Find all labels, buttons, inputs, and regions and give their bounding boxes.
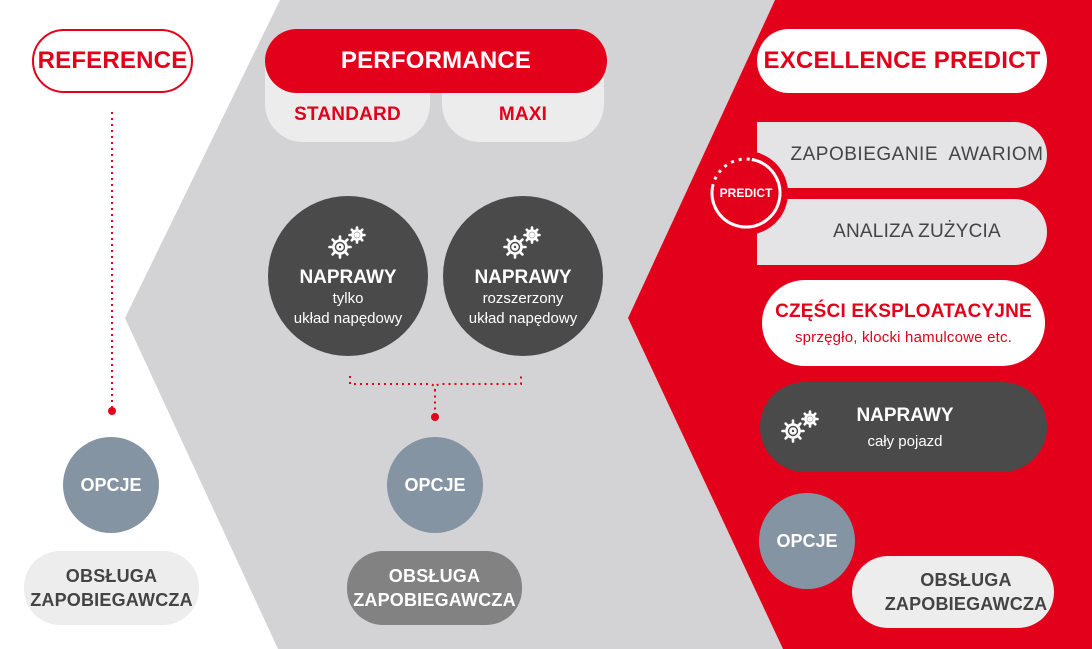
performance-title: PERFORMANCE xyxy=(265,29,607,93)
full-vehicle-repairs-subtitle: cały pojazd xyxy=(867,432,943,450)
performance-connector-dot xyxy=(431,413,439,421)
full-vehicle-repairs-title: NAPRAWY xyxy=(856,404,954,426)
reference-service-line-1: OBSŁUGA xyxy=(65,566,158,586)
repairs-standard-title: NAPRAWY xyxy=(299,267,397,288)
performance-options-circle: OPCJE xyxy=(387,437,483,533)
excellence-predict-title: EXCELLENCE PREDICT xyxy=(757,29,1047,93)
reference-options-label: OPCJE xyxy=(80,474,142,495)
predict-badge: PREDICT xyxy=(704,151,788,235)
gears-icon xyxy=(328,226,366,259)
consumable-parts-subtitle: sprzęgło, klocki hamulcowe etc. xyxy=(794,328,1013,346)
wear-analysis-pill: ANALIZA ZUŻYCIA xyxy=(757,199,1047,265)
gears-icon xyxy=(503,226,541,259)
repairs-standard-circle: NAPRAWY tylko układ napędowy xyxy=(268,196,428,356)
excellence-options-label: OPCJE xyxy=(776,530,838,551)
repairs-maxi-line-1: rozszerzony xyxy=(482,290,564,307)
reference-preventive-service: OBSŁUGA ZAPOBIEGAWCZA xyxy=(24,551,199,625)
repairs-maxi-line-2: układ napędowy xyxy=(468,310,578,327)
performance-preventive-service: OBSŁUGA ZAPOBIEGAWCZA xyxy=(347,551,522,625)
repairs-standard-line-1: tylko xyxy=(332,290,364,307)
performance-panel xyxy=(125,0,783,649)
excellence-options-circle: OPCJE xyxy=(759,493,855,589)
repairs-maxi-title: NAPRAWY xyxy=(474,267,572,288)
excellence-service-line-2: ZAPOBIEGAWCZA xyxy=(884,594,1048,614)
predict-gauge-icon xyxy=(710,157,782,229)
consumable-parts-title: CZĘŚCI EKSPLOATACYJNE xyxy=(775,300,1032,322)
reference-service-line-2: ZAPOBIEGAWCZA xyxy=(30,590,193,610)
gears-icon xyxy=(781,410,819,443)
performance-service-line-2: ZAPOBIEGAWCZA xyxy=(353,590,516,610)
performance-bracket xyxy=(349,376,522,410)
excellence-preventive-service: OBSŁUGA ZAPOBIEGAWCZA xyxy=(852,556,1054,628)
repairs-maxi-circle: NAPRAWY rozszerzony układ napędowy xyxy=(443,196,603,356)
predict-badge-label: PREDICT xyxy=(719,186,773,200)
reference-connector-dot xyxy=(108,407,116,415)
excellence-service-line-1: OBSŁUGA xyxy=(920,570,1012,590)
failure-prevention-pill: ZAPOBIEGANIE AWARIOM xyxy=(757,122,1047,188)
wear-analysis-label: ANALIZA ZUŻYCIA xyxy=(833,221,1001,242)
failure-prevention-label: ZAPOBIEGANIE AWARIOM xyxy=(790,144,1044,165)
reference-options-circle: OPCJE xyxy=(63,437,159,533)
consumable-parts-pill: CZĘŚCI EKSPLOATACYJNE sprzęgło, klocki h… xyxy=(760,278,1047,368)
repairs-standard-line-2: układ napędowy xyxy=(293,310,403,327)
performance-service-line-1: OBSŁUGA xyxy=(388,566,481,586)
reference-title: REFERENCE xyxy=(32,29,193,93)
performance-options-label: OPCJE xyxy=(404,474,466,495)
full-vehicle-repairs-pill: NAPRAWY cały pojazd xyxy=(760,382,1047,472)
